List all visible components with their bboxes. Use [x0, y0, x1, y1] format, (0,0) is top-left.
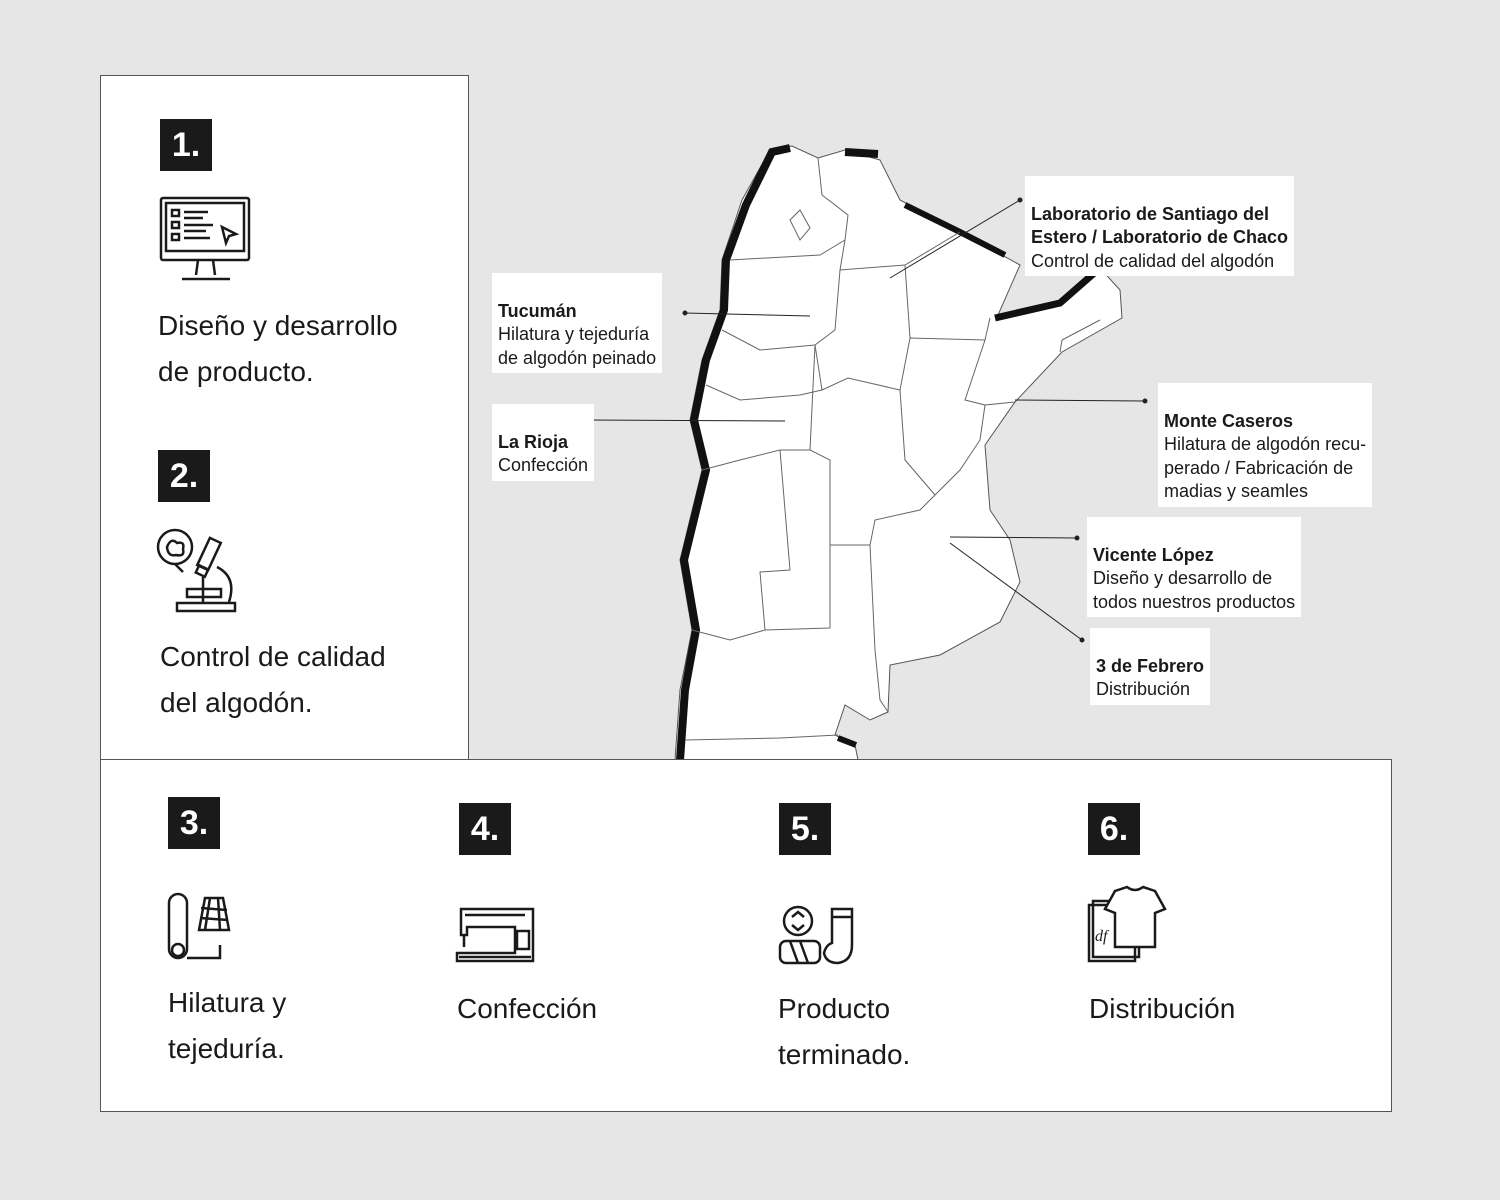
location-title: Vicente López	[1093, 544, 1214, 565]
step-1-badge: 1.	[160, 119, 212, 171]
microscope-cotton-icon	[156, 528, 237, 613]
left-steps-panel	[100, 75, 469, 760]
svg-text:df: df	[1095, 928, 1110, 945]
step-3-text: Hilatura y tejeduría.	[168, 987, 287, 1064]
step-2-badge: 2.	[158, 450, 210, 502]
bottom-steps-panel	[100, 759, 1392, 1112]
step-4-badge: 4.	[459, 803, 511, 855]
step-1-text: Diseño y desarrollo de producto.	[158, 310, 398, 387]
province-borders	[684, 157, 1101, 741]
location-desc: Control de calidad del algodón	[1031, 250, 1275, 271]
location-title: Tucumán	[498, 300, 577, 321]
step-5-badge: 5.	[779, 803, 831, 855]
location-title: La Rioja	[498, 431, 569, 452]
sewing-machine-icon	[455, 907, 535, 963]
location-title: 3 de Febrero	[1096, 655, 1205, 676]
step-6-text: Distribución	[1089, 993, 1236, 1024]
step-5-text: Producto terminado.	[778, 993, 911, 1070]
location-title: Monte Caseros	[1164, 410, 1294, 431]
step-4-text: Confección	[457, 993, 598, 1024]
tshirt-package-icon: df	[1087, 885, 1167, 963]
location-title: Laboratorio de Santiago del Estero / Lab…	[1031, 203, 1289, 248]
map-west-border	[676, 144, 791, 761]
location-desc: Hilatura de algodón recu- perado / Fabri…	[1164, 434, 1367, 501]
fabric-roll-yarn-icon	[167, 892, 231, 960]
location-desc: Diseño y desarrollo de todos nuestros pr…	[1093, 568, 1296, 612]
location-label-santiago-chaco: Laboratorio de Santiago del Estero / Lab…	[1025, 176, 1295, 276]
location-desc: Hilatura y tejeduría de algodón peinado	[498, 324, 657, 368]
computer-design-icon	[159, 196, 251, 281]
location-desc: Confección	[498, 455, 589, 475]
recycled-yarn-sock-icon	[778, 905, 854, 965]
location-desc: Distribución	[1096, 679, 1191, 699]
leader-lines	[582, 197, 1148, 643]
step-2-text: Control de calidad del algodón.	[160, 641, 386, 718]
step-3-badge: 3.	[168, 797, 220, 849]
step-6-badge: 6.	[1088, 803, 1140, 855]
